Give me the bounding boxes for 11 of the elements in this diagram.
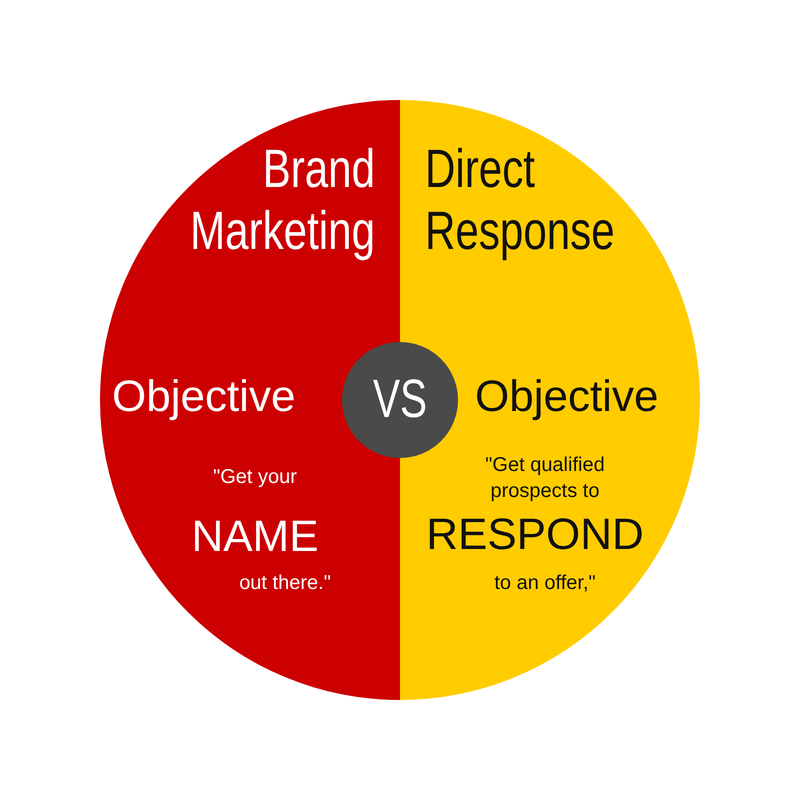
- heading: Brand Marketing: [189, 138, 375, 262]
- emphasis-word: NAME: [190, 512, 320, 562]
- subheading: Objective: [112, 372, 296, 422]
- emphasis-word: RESPOND: [425, 510, 645, 560]
- quote-text: out there.": [238, 572, 332, 595]
- vs-label: VS: [372, 368, 428, 430]
- quote-text: "Get qualified prospects to: [484, 453, 606, 504]
- heading: Direct Response: [425, 138, 616, 262]
- quote-text: "Get your: [212, 466, 298, 489]
- subheading: Objective: [475, 372, 658, 422]
- quote-text: to an offer,": [493, 572, 597, 595]
